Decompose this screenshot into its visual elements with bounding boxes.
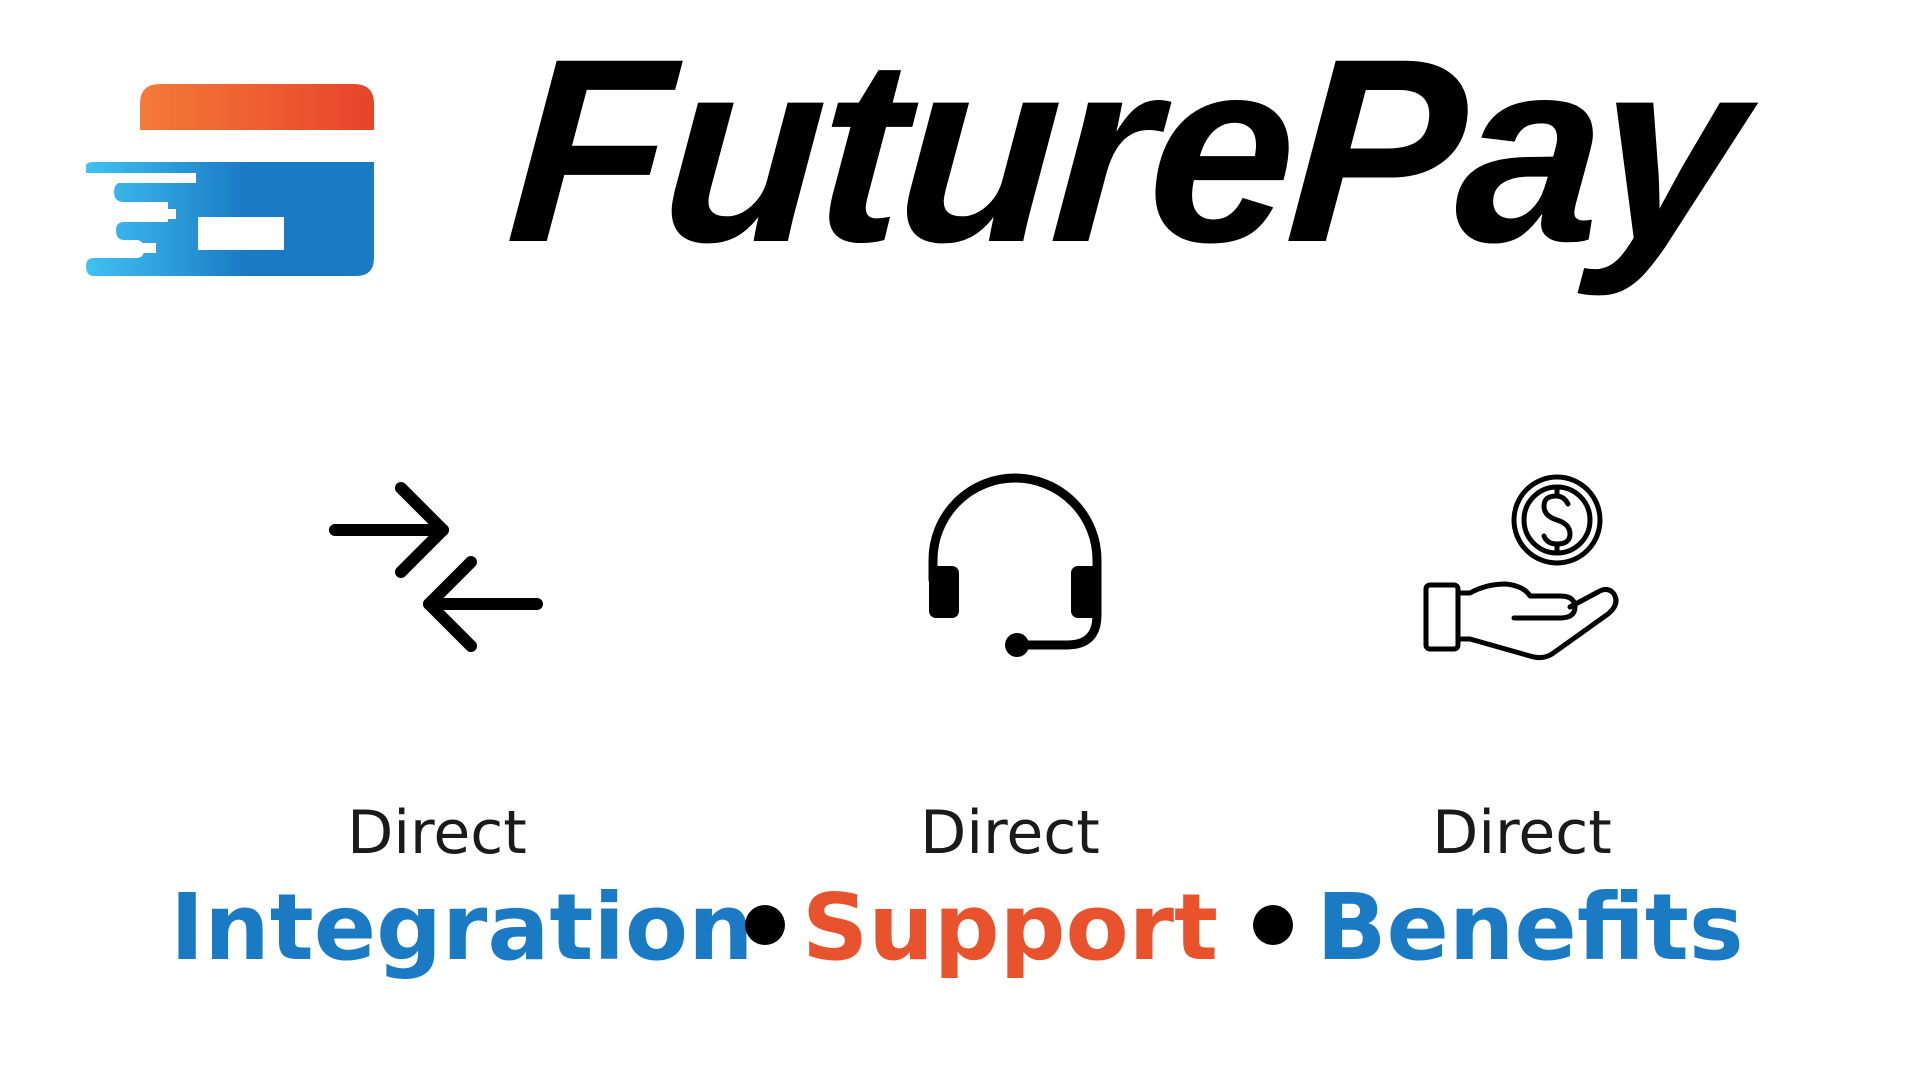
headset-icon [928, 473, 1102, 657]
credit-card-speed-icon [86, 84, 374, 276]
feature-integration-prefix: Direct [347, 798, 527, 868]
feature-benefits-label: Benefits [1316, 874, 1744, 981]
feature-support-label: Support [801, 874, 1219, 981]
feature-support-prefix: Direct [920, 798, 1100, 868]
hand-dollar-coin-icon [1423, 474, 1619, 661]
transfer-arrows-icon [329, 482, 543, 652]
brand-wordmark: FuturePay [500, 4, 1749, 297]
bullet-dot-icon [745, 905, 785, 945]
bullet-dot-icon [1253, 905, 1293, 945]
feature-integration-label: Integration [170, 874, 754, 981]
feature-benefits-prefix: Direct [1432, 798, 1612, 868]
